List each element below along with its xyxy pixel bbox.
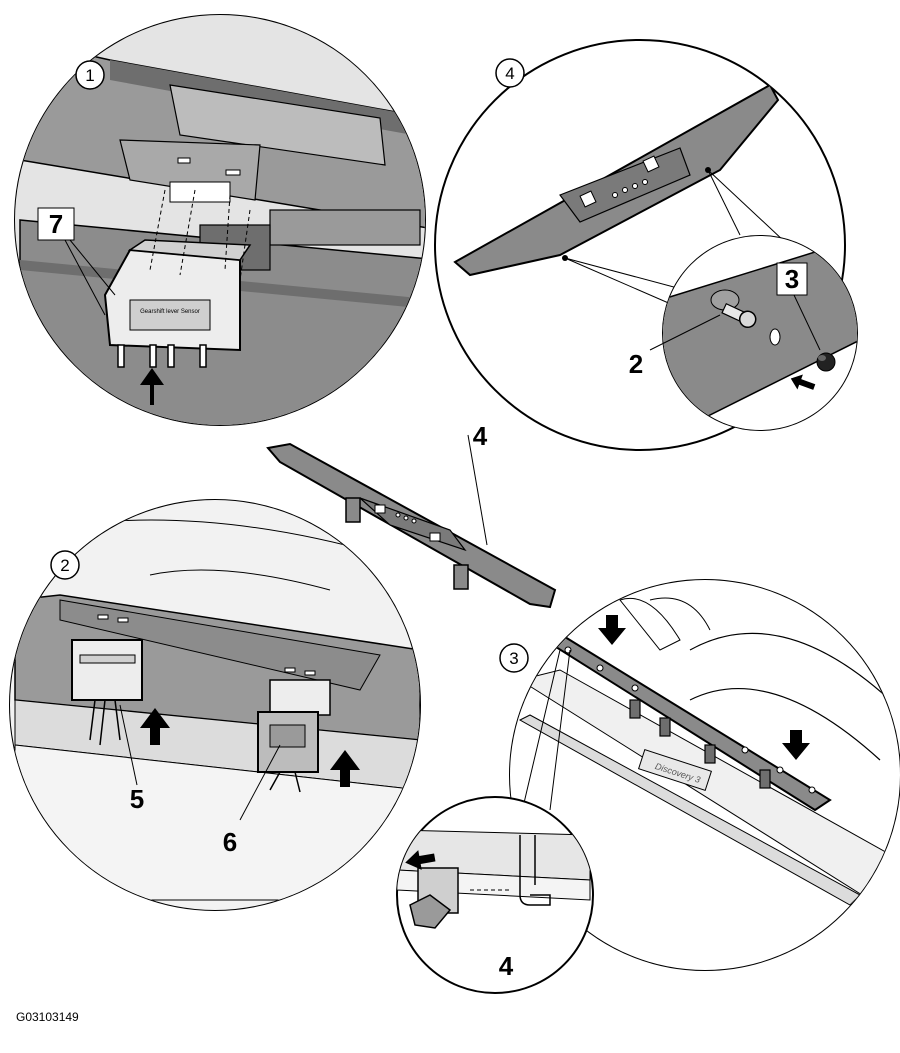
callout-4-center: 4	[473, 421, 488, 451]
callout-3-top: 3	[785, 264, 799, 294]
view-1-bumper-connector: Gearshift lever Sensor 1 7	[14, 14, 426, 426]
step-label-2: 2	[60, 556, 69, 575]
callout-box-7	[37, 207, 75, 241]
step-badge-3	[499, 643, 529, 673]
push-arrow-icon	[330, 750, 360, 787]
step-badge-4	[495, 58, 525, 88]
callout-2-top: 2	[629, 349, 643, 379]
callout-5: 5	[130, 784, 144, 814]
step-label-3: 3	[509, 649, 518, 668]
callout-7: 7	[49, 209, 63, 239]
insert-arrow-icon	[790, 374, 816, 390]
figure-id: G03103149	[16, 1010, 79, 1024]
push-arrow-icon	[140, 708, 170, 745]
push-arrow-icon	[140, 368, 164, 405]
press-arrow-icon	[598, 615, 626, 645]
module-tag-text: Gearshift lever Sensor	[140, 309, 200, 315]
step-badge-1	[75, 60, 105, 90]
view-4-trim-fixings: 4 3 2	[434, 39, 858, 451]
trim-panel-part: 4	[266, 421, 557, 609]
view-2-connectors: 2 5 6	[9, 499, 421, 911]
step-label-4: 4	[505, 64, 514, 83]
callout-6: 6	[223, 827, 237, 857]
press-arrow-icon	[782, 730, 810, 760]
insert-arrow-icon	[405, 850, 436, 870]
step-label-1: 1	[85, 66, 94, 85]
callout-box-3-top	[776, 262, 808, 296]
view-3-sill-trim: Discovery 3 3	[396, 579, 900, 994]
step-badge-2	[50, 550, 80, 580]
callout-4-bottom: 4	[499, 951, 514, 981]
